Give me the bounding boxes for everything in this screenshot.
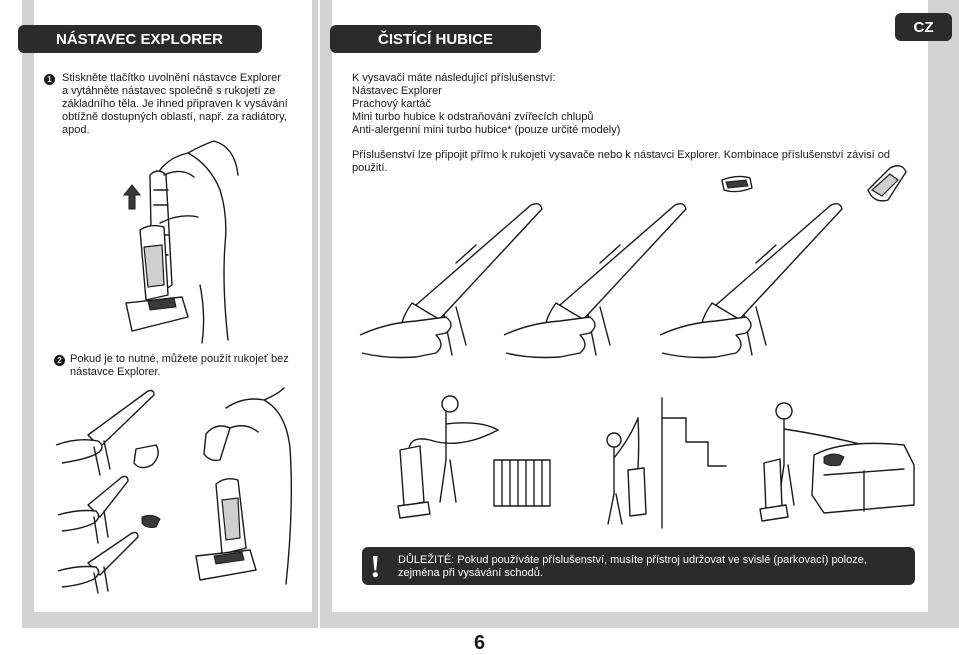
step-1-text: Stiskněte tlačítko uvolnění nástavce Exp… [62, 72, 288, 136]
sofa-icon [811, 442, 915, 514]
upright-vacuum-illustration [195, 387, 293, 585]
connect-text: Příslušenství lze připojit přímo k rukoj… [352, 149, 891, 174]
left-panel-title: NÁSTAVEC EXPLORER [18, 25, 262, 53]
notice-text: DŮLEŽITÉ: Pokud používáte příslušenství,… [398, 554, 867, 579]
right-panel-title: ČISTÍCÍ HUBICE [330, 25, 541, 53]
accessory-nozzle-icon [721, 175, 753, 193]
radiator-icon [493, 459, 551, 507]
handle-only-illustration [55, 389, 161, 594]
radiator-cleaning-illustration [397, 395, 551, 519]
warning-icon: ! [370, 548, 381, 584]
accessory-item: Anti-alergenní mini turbo hubice* (pouze… [352, 124, 621, 136]
accessories-intro: K vysavači máte následující příslušenstv… [352, 72, 556, 84]
accessory-item: Prachový kartáč [352, 98, 431, 110]
language-badge: CZ [895, 13, 952, 41]
accessory-item: Nástavec Explorer [352, 85, 442, 97]
page-number: 6 [473, 632, 486, 654]
sofa-cleaning-illustration [759, 402, 915, 522]
stairs-cleaning-illustration [606, 397, 727, 529]
explorer-removal-illustration [122, 140, 239, 344]
handle-with-turbo-illustration [503, 202, 687, 359]
accessory-item: Mini turbo hubice k odstraňování zvířecí… [352, 111, 594, 123]
step-1-number: 1 [44, 74, 55, 85]
important-notice: ! DŮLEŽITÉ: Pokud používáte příslušenstv… [362, 547, 915, 585]
handle-with-nozzle-illustration [659, 202, 843, 359]
step-2-text: Pokud je to nutné, můžete použít rukojeť… [70, 353, 289, 378]
dust-brush-icon [867, 165, 907, 202]
step-2-number: 2 [54, 355, 65, 366]
handle-with-brush-illustration [359, 202, 543, 359]
